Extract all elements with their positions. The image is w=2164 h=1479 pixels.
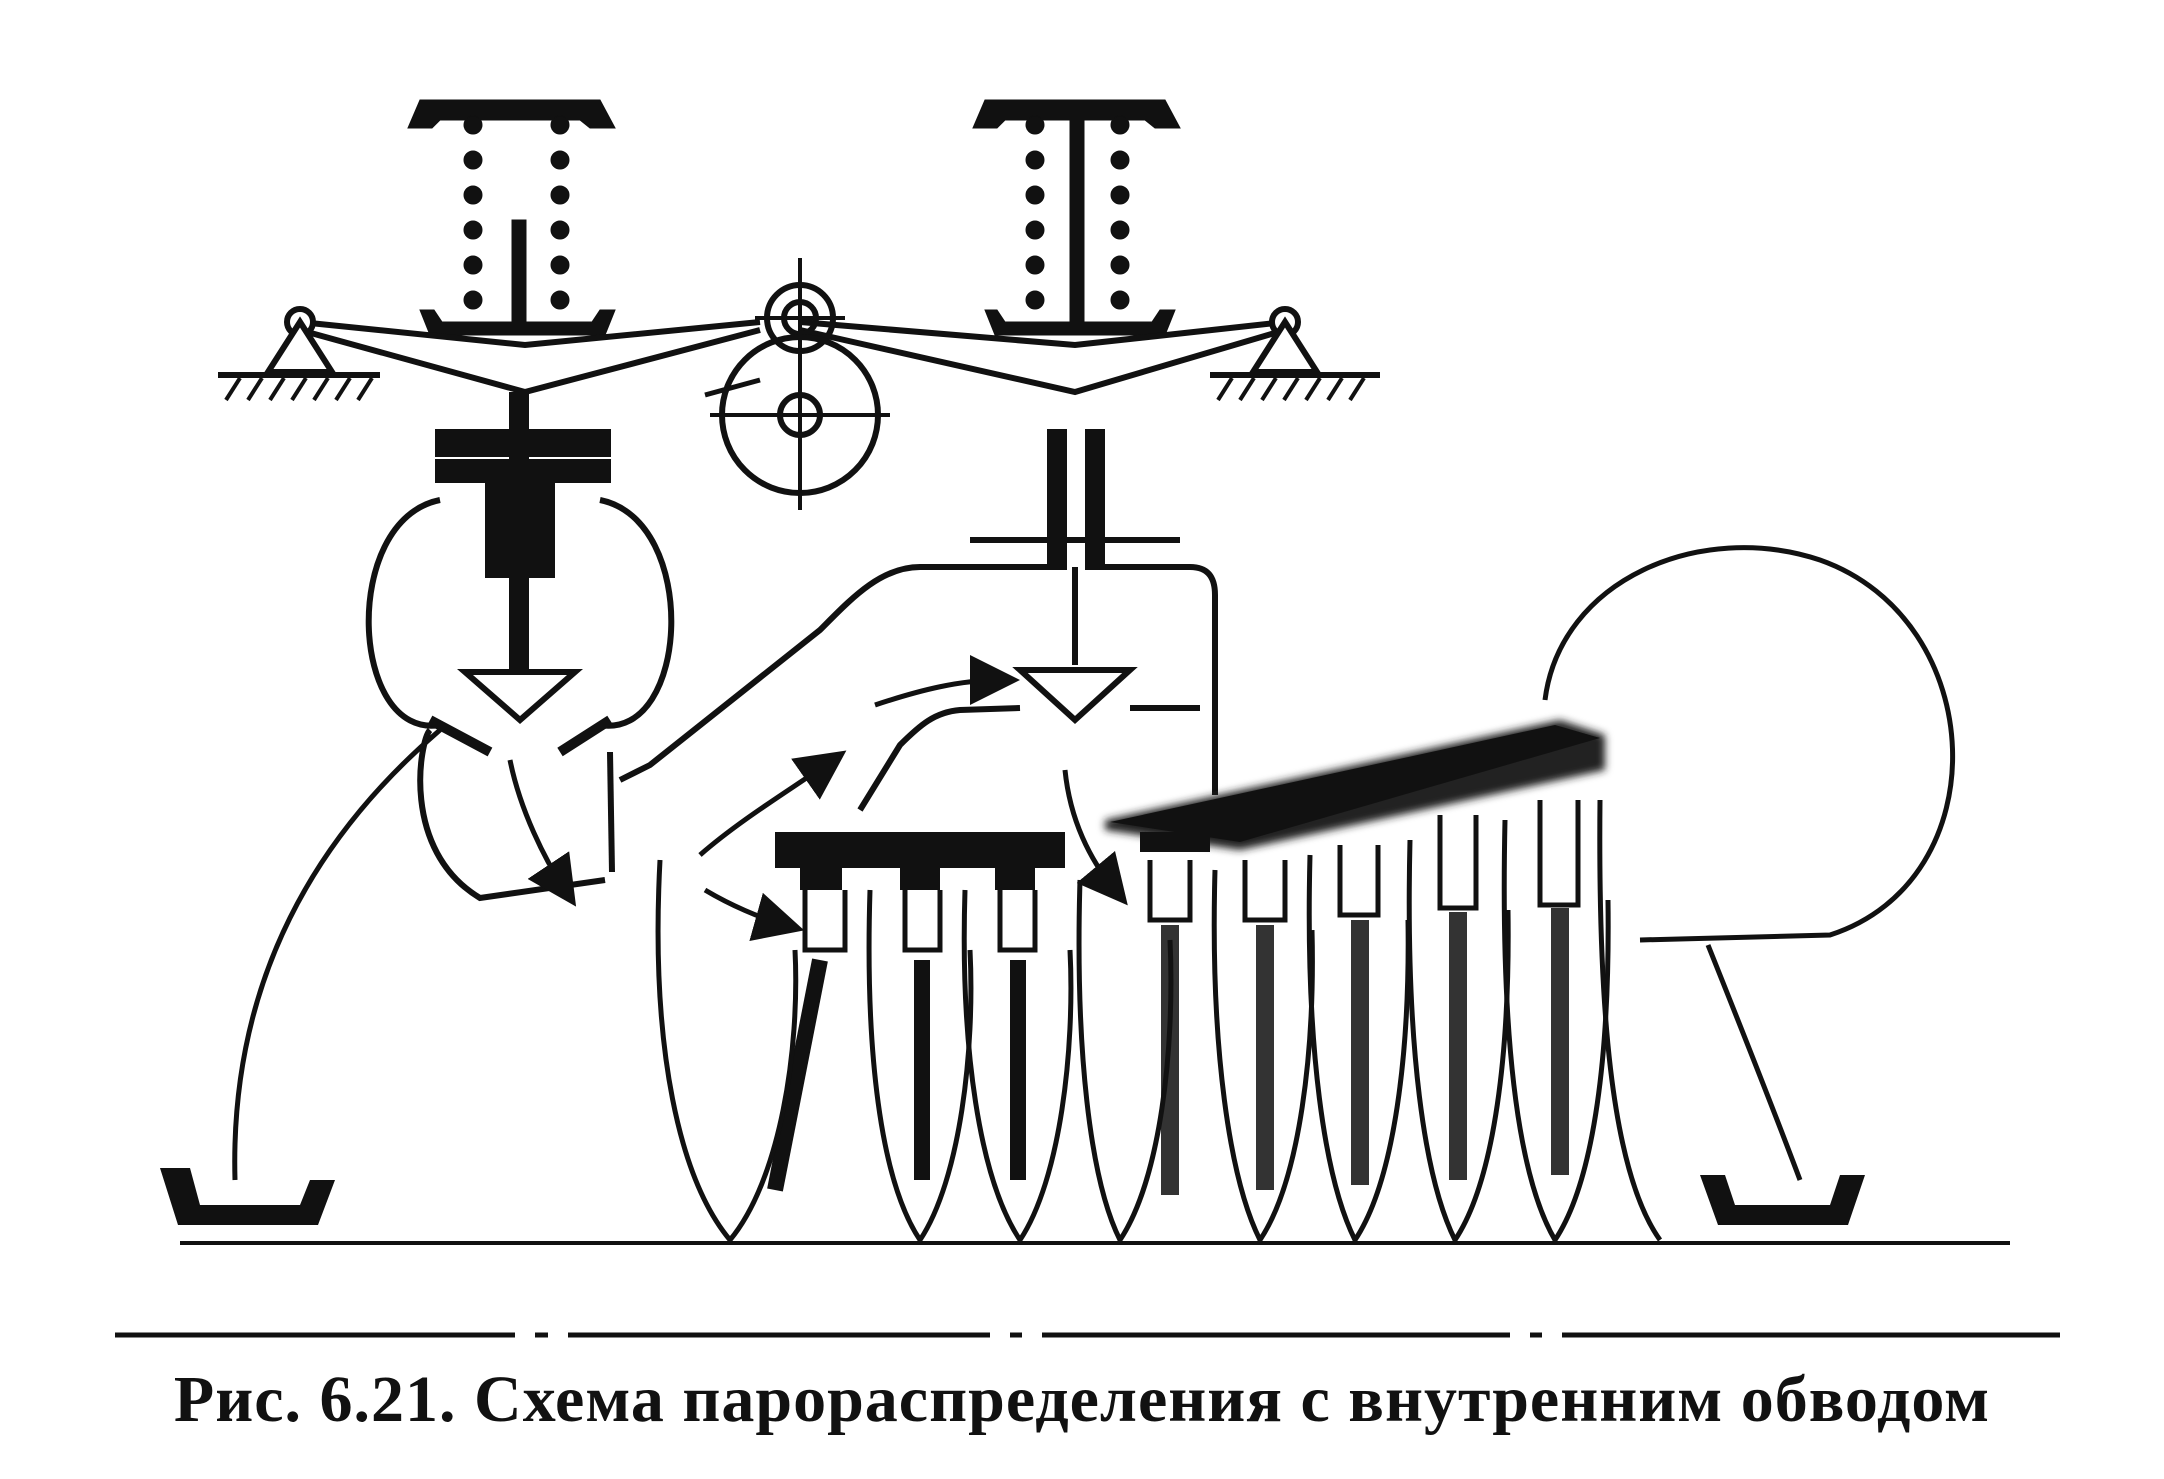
cam-mechanism bbox=[704, 258, 890, 510]
right-spring-assembly bbox=[972, 99, 1181, 336]
left-valve-chamber bbox=[365, 392, 675, 902]
right-spring-coils bbox=[1025, 115, 1130, 310]
figure-caption: Рис. 6.21. Схема парораспределения с вну… bbox=[173, 1363, 1991, 1436]
casing-feet bbox=[160, 1168, 1865, 1225]
lever-system bbox=[218, 306, 1380, 396]
nozzle-stages bbox=[767, 800, 1581, 1195]
left-nozzle-manifold bbox=[775, 832, 1065, 890]
steam-passage-shaded bbox=[1105, 720, 1605, 852]
ground-hatching bbox=[224, 376, 1366, 402]
left-spring-coils bbox=[463, 115, 570, 310]
turbine-casing bbox=[180, 545, 2010, 1245]
right-valve-chamber bbox=[618, 429, 1218, 812]
steam-flow-arrows bbox=[507, 655, 1128, 941]
left-spring-assembly bbox=[407, 99, 616, 336]
